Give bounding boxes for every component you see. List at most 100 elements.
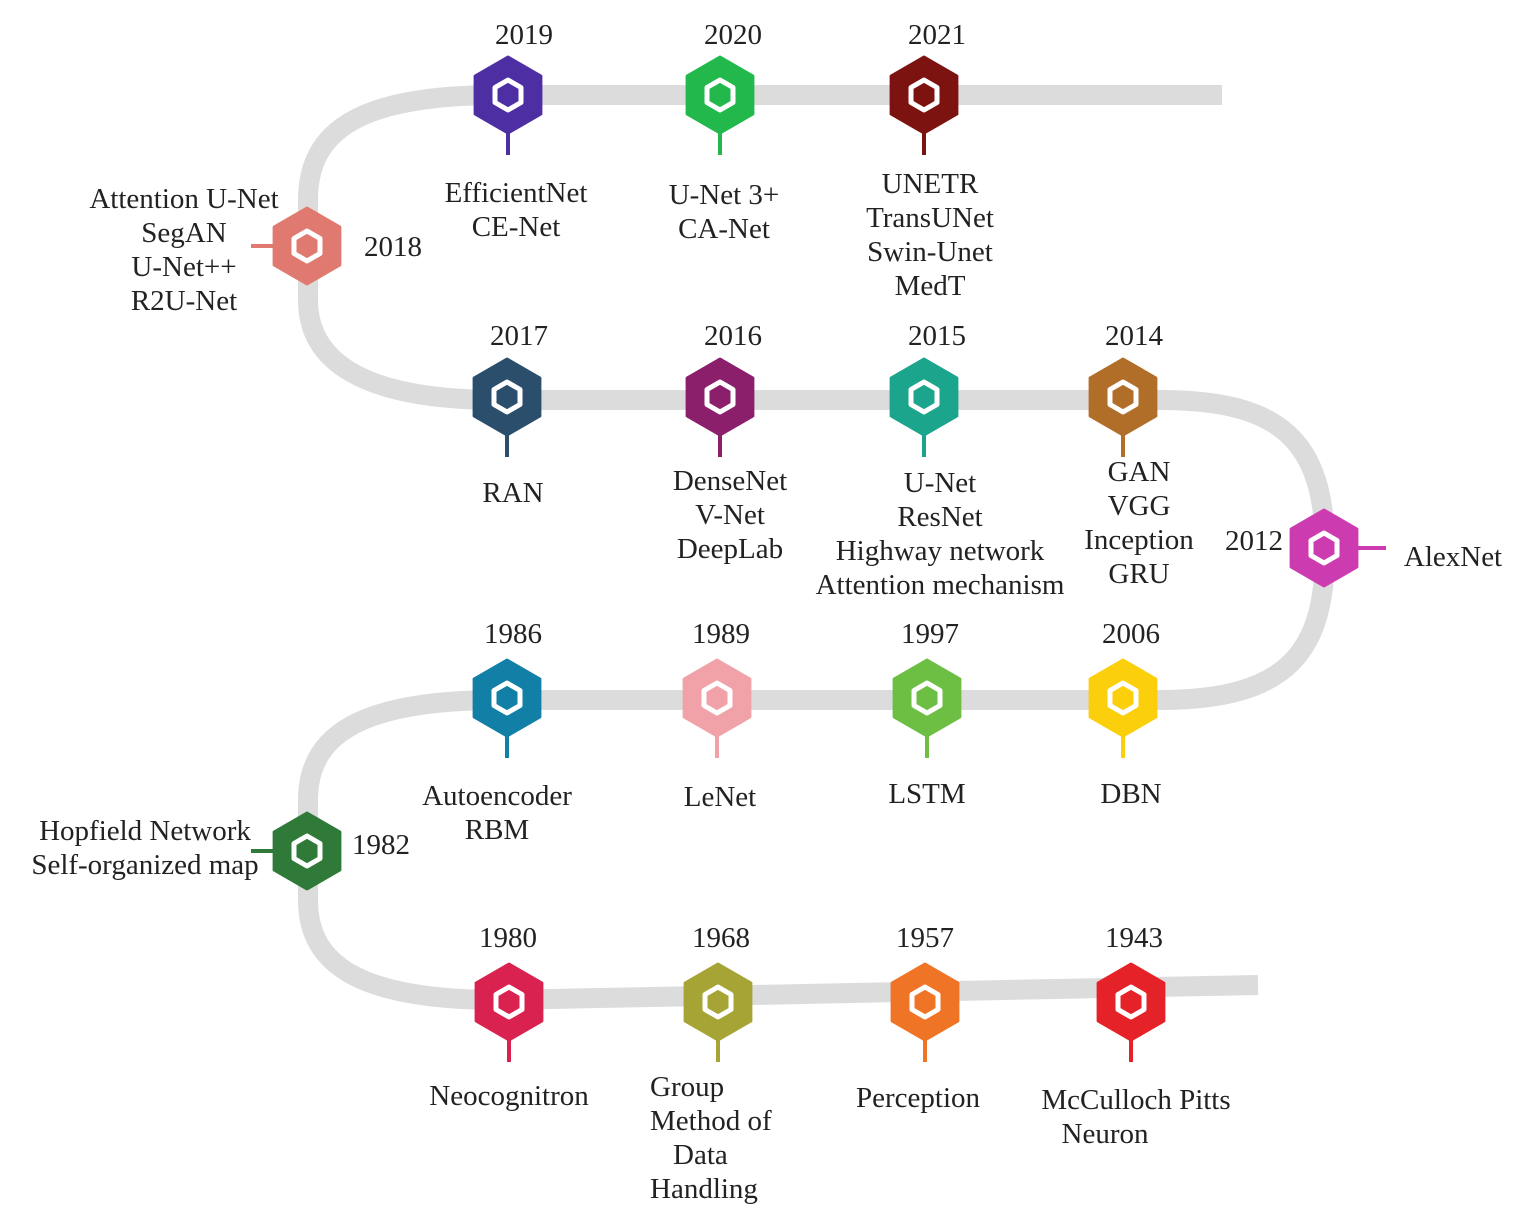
- model-label: U-Net: [904, 467, 976, 499]
- hexagon-inner-icon: [1308, 530, 1340, 566]
- model-label: RAN: [482, 477, 543, 509]
- model-label: Autoencoder: [422, 780, 572, 812]
- hexagon-inner-icon: [1107, 379, 1139, 415]
- year-label: 2014: [1105, 320, 1164, 352]
- model-label: SegAN: [141, 217, 226, 249]
- model-label: R2U-Net: [131, 285, 237, 317]
- year-label: 1989: [692, 618, 750, 650]
- model-label: UNETR: [882, 168, 979, 200]
- model-label: CA-Net: [678, 213, 770, 245]
- hexagon-inner-icon: [491, 680, 523, 716]
- hexagon-inner-icon: [491, 379, 523, 415]
- hexagon-inner-icon: [1115, 984, 1147, 1020]
- year-label: 2017: [490, 320, 548, 352]
- model-label: Method of: [650, 1105, 772, 1137]
- model-label: DeepLab: [677, 533, 783, 565]
- year-label: 1982: [352, 829, 410, 861]
- hexagon-marker-icon: [685, 55, 755, 135]
- hexagon-marker-icon: [272, 206, 342, 286]
- year-label: 2018: [364, 231, 422, 263]
- model-label: Highway network: [836, 535, 1045, 567]
- hexagon-inner-icon: [911, 680, 943, 716]
- model-label: Neocognitron: [429, 1080, 589, 1112]
- hexagon-inner-icon: [701, 680, 733, 716]
- model-label: AlexNet: [1404, 541, 1502, 573]
- model-label: CE-Net: [472, 211, 561, 243]
- hexagon-inner-icon: [1107, 680, 1139, 716]
- model-label: Hopfield Network: [39, 815, 251, 847]
- year-label: 1997: [901, 618, 959, 650]
- hexagon-marker-icon: [1088, 357, 1158, 437]
- hexagon-inner-icon: [909, 984, 941, 1020]
- year-label: 1980: [479, 922, 537, 954]
- model-label: Group: [650, 1071, 724, 1103]
- year-label: 2016: [704, 320, 762, 352]
- hexagon-inner-icon: [291, 833, 323, 869]
- hexagon-inner-icon: [908, 379, 940, 415]
- hexagon-marker-icon: [892, 658, 962, 738]
- year-label: 1957: [896, 922, 954, 954]
- model-label: VGG: [1108, 490, 1171, 522]
- year-label: 2012: [1225, 525, 1283, 557]
- hexagon-inner-icon: [702, 984, 734, 1020]
- year-label: 1986: [484, 618, 542, 650]
- year-label: 2019: [495, 19, 553, 51]
- hexagon-marker-icon: [682, 658, 752, 738]
- hexagon-inner-icon: [704, 77, 736, 113]
- hexagon-marker-icon: [474, 962, 544, 1042]
- model-label: McCulloch Pitts: [1041, 1084, 1230, 1116]
- hexagon-marker-icon: [890, 962, 960, 1042]
- model-label: TransUNet: [866, 202, 994, 234]
- model-label: V-Net: [695, 499, 765, 531]
- year-label: 2006: [1102, 618, 1160, 650]
- year-label: 1943: [1105, 922, 1163, 954]
- model-label: Neuron: [1062, 1118, 1149, 1150]
- year-label: 2020: [704, 19, 762, 51]
- model-label: GRU: [1108, 558, 1169, 590]
- model-label: U-Net++: [131, 251, 236, 283]
- hexagon-inner-icon: [492, 77, 524, 113]
- model-label: DenseNet: [673, 465, 787, 497]
- hexagon-marker-icon: [683, 962, 753, 1042]
- hexagon-marker-icon: [272, 811, 342, 891]
- hexagon-marker-icon: [1289, 508, 1359, 588]
- hexagon-inner-icon: [704, 379, 736, 415]
- model-label: Perception: [856, 1082, 981, 1114]
- model-label: DBN: [1100, 778, 1161, 810]
- hexagon-marker-icon: [889, 55, 959, 135]
- model-label: RBM: [465, 814, 529, 846]
- hexagon-marker-icon: [685, 357, 755, 437]
- model-label: Data: [673, 1139, 728, 1171]
- hexagon-marker-icon: [889, 357, 959, 437]
- model-label: Handling: [650, 1173, 758, 1205]
- model-label: U-Net 3+: [669, 179, 780, 211]
- model-label: Inception: [1084, 524, 1194, 556]
- hexagon-inner-icon: [908, 77, 940, 113]
- hexagon-marker-icon: [1096, 962, 1166, 1042]
- year-label: 2015: [908, 320, 966, 352]
- model-label: ResNet: [897, 501, 982, 533]
- model-label: Attention U-Net: [89, 183, 278, 215]
- hexagon-marker-icon: [1088, 658, 1158, 738]
- hexagon-inner-icon: [291, 228, 323, 264]
- model-label: Attention mechanism: [816, 569, 1065, 601]
